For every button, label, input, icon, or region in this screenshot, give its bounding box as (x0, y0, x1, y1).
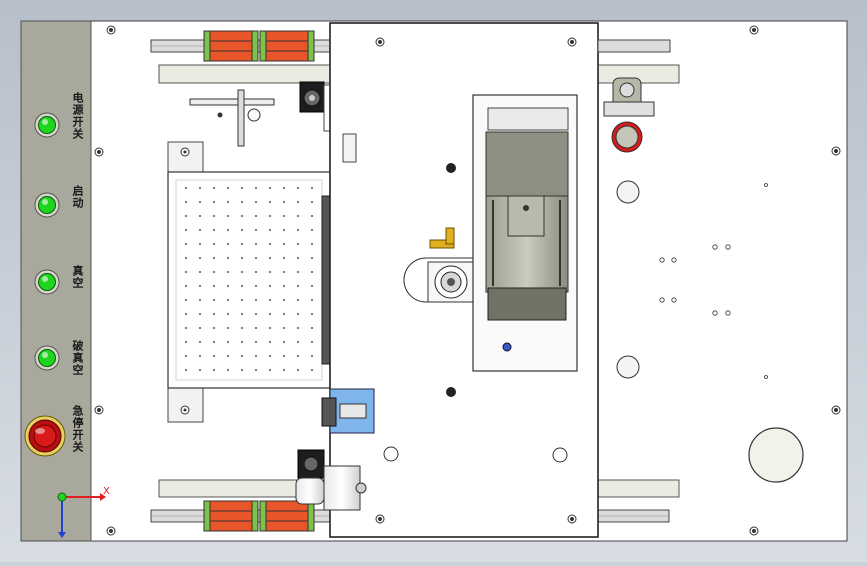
slider-blocks-bottom (203, 500, 315, 532)
axis-triad (57, 492, 106, 538)
vacuum-button[interactable] (34, 269, 60, 295)
emergency-stop-button[interactable] (24, 415, 66, 457)
small-motor-bottom (295, 449, 367, 511)
button-label-break-vacuum: 破真空 (71, 340, 84, 376)
start-button[interactable] (34, 192, 60, 218)
vacuum-table (167, 141, 339, 423)
servo-motor (472, 94, 578, 372)
break-vacuum-button[interactable] (34, 345, 60, 371)
slider-blocks-top (203, 30, 315, 62)
small-holes-right (659, 183, 768, 379)
rotary-actuator (403, 227, 493, 303)
power-button[interactable] (34, 112, 60, 138)
fitting-block (321, 388, 375, 434)
mounting-holes (94, 25, 841, 536)
button-label-emergency-stop: 急停开关 (71, 405, 84, 453)
axis-x-label: X (103, 486, 110, 497)
sensor-bracket (189, 89, 275, 147)
button-label-vacuum: 真空 (71, 265, 84, 289)
air-valve (597, 39, 804, 483)
panel-buttons (24, 112, 66, 457)
button-label-power: 电源开关 (71, 92, 84, 140)
button-label-start: 启动 (71, 185, 84, 209)
